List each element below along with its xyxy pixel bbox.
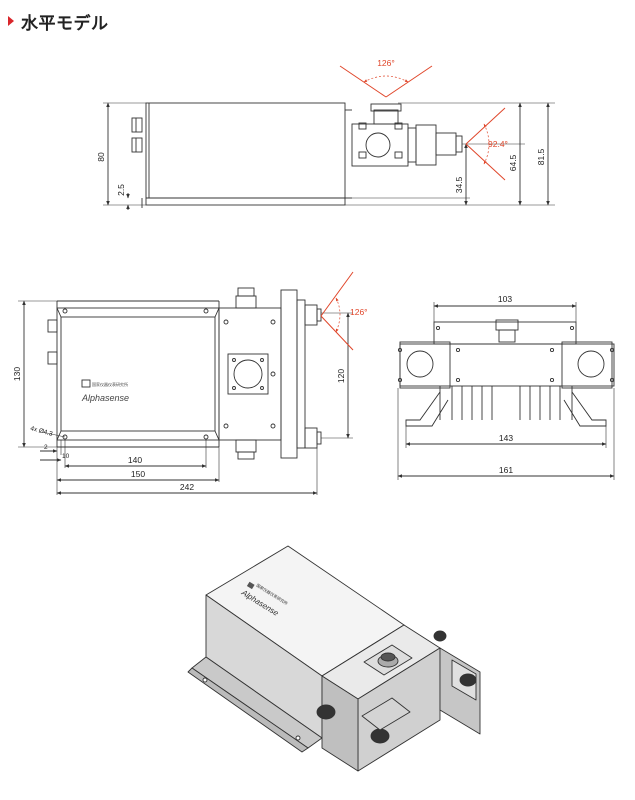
section-title: 水平モデル [21, 13, 109, 33]
angle-126-top: 126° [350, 307, 368, 317]
dim-34-5: 34.5 [454, 176, 464, 193]
dim-81-5: 81.5 [536, 148, 546, 165]
side-angle-cones [339, 65, 506, 181]
end-view-labels: 103 143 161 [498, 294, 513, 475]
dim-80: 80 [96, 152, 106, 162]
top-housing [56, 307, 220, 441]
bullet-marker-icon [8, 16, 14, 26]
end-sensor-right [577, 350, 605, 378]
iso-logo-icon [246, 581, 255, 590]
side-connector-2 [131, 137, 143, 153]
dim-64-5: 64.5 [508, 154, 518, 171]
end-sensor-left [406, 350, 434, 378]
side-sensor-block [351, 123, 409, 167]
side-connector-head [435, 132, 457, 156]
section-header: 水平モデル [8, 8, 109, 34]
iso-connector-top [433, 630, 447, 642]
top-sensor-plate [227, 353, 269, 395]
dim-242: 242 [180, 482, 194, 492]
hole-spec: 4x Ø4.3 [29, 425, 53, 438]
iso-view [187, 545, 481, 772]
top-connector-2 [47, 351, 58, 365]
dim-2-5: 2.5 [116, 184, 126, 196]
dim-2: 2 [44, 444, 48, 451]
dim-103: 103 [498, 294, 512, 304]
iso-connector-left [316, 704, 336, 720]
top-flange-connector-2 [304, 427, 318, 449]
dim-10: 10 [62, 453, 70, 460]
dim-150: 150 [131, 469, 145, 479]
top-connector-up [237, 287, 255, 297]
angle-126-side: 126° [377, 58, 395, 68]
top-connector-1 [47, 319, 58, 333]
top-logo-icon [81, 379, 91, 388]
top-view-labels: 130 120 140 150 242 2 10 4x Ø4.3 126° 国家… [12, 307, 368, 492]
dim-120: 120 [336, 369, 346, 383]
iso-connector-right [459, 673, 477, 687]
top-angle-cone [320, 271, 354, 351]
side-housing [145, 102, 346, 206]
side-connector-1 [131, 117, 143, 133]
top-sensor-window [233, 359, 263, 389]
dim-140: 140 [128, 455, 142, 465]
end-top-connector [495, 319, 519, 331]
end-body [399, 343, 615, 387]
side-sensor-window [365, 132, 391, 158]
side-view-labels: 80 2.5 34.5 64.5 81.5 126° 92.4° [96, 58, 546, 196]
dim-161: 161 [499, 465, 513, 475]
dim-130: 130 [12, 367, 22, 381]
top-product-label: Alphasense [81, 393, 129, 403]
end-view [397, 302, 615, 480]
top-view [18, 287, 353, 495]
top-logo-text: 国家仪器仪表研究所 [92, 381, 128, 387]
dim-143: 143 [499, 433, 513, 443]
top-connector-down [237, 451, 255, 460]
side-view [103, 102, 555, 210]
iso-connector-front [370, 728, 390, 744]
angle-92-4: 92.4° [488, 139, 508, 149]
top-flange-connector-1 [304, 304, 318, 326]
